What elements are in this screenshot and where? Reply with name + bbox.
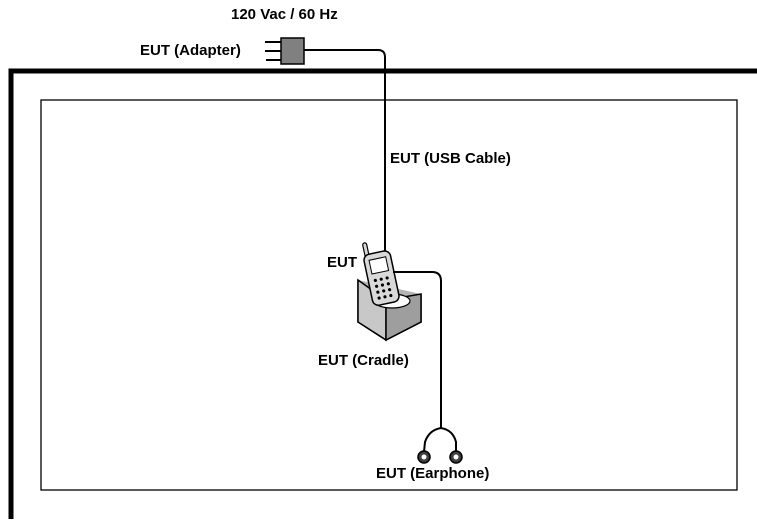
earphone-cable-line	[393, 271, 442, 428]
supply-voltage-label: 120 Vac / 60 Hz	[231, 6, 338, 23]
eut-label: EUT	[327, 254, 357, 271]
phone-icon	[362, 242, 400, 306]
earphone-split-line	[423, 427, 457, 453]
usb-cable-label: EUT (USB Cable)	[390, 150, 511, 167]
inner-table-surface	[40, 99, 738, 491]
adapter-label: EUT (Adapter)	[140, 42, 241, 59]
outer-table-frame	[8, 68, 757, 519]
earphone-label: EUT (Earphone)	[376, 465, 490, 482]
usb-cable-line	[304, 49, 386, 260]
cradle-label: EUT (Cradle)	[318, 352, 409, 369]
earphone-icon	[417, 450, 463, 464]
adapter-plug-icon	[265, 37, 305, 65]
